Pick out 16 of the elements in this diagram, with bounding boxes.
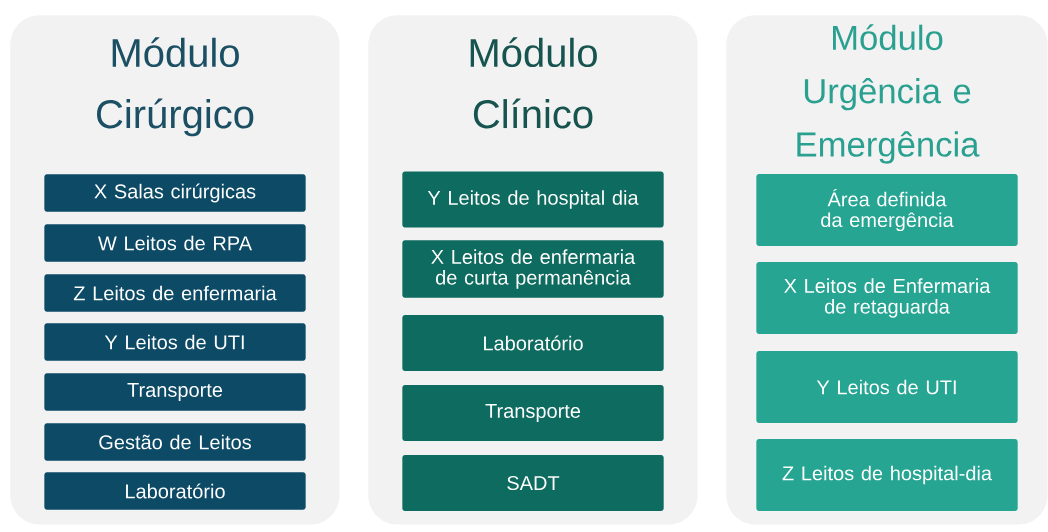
item-box: W Leitos de RPA — [44, 224, 306, 262]
item-box: X Salas cirúrgicas — [44, 174, 306, 212]
item-box: Y Leitos de UTI — [756, 351, 1018, 423]
item-box: Transporte — [44, 373, 306, 411]
item-box: Z Leitos de enfermaria — [44, 274, 306, 312]
item-box: Transporte — [402, 385, 664, 441]
item-box: X Leitos de enfermaria de curta permanência — [402, 240, 664, 298]
item-box: Gestão de Leitos — [44, 423, 306, 461]
item-box: Y Leitos de hospital dia — [402, 171, 664, 228]
item-box: SADT — [402, 455, 664, 511]
item-box: Área definida da emergência — [756, 174, 1018, 246]
item-box: Z Leitos de hospital-dia — [756, 439, 1018, 511]
item-box: Y Leitos de UTI — [44, 323, 306, 361]
item-box: X Leitos de Enfermaria de retaguarda — [756, 262, 1018, 334]
item-box: Laboratório — [402, 315, 664, 371]
item-box: Laboratório — [44, 472, 306, 510]
